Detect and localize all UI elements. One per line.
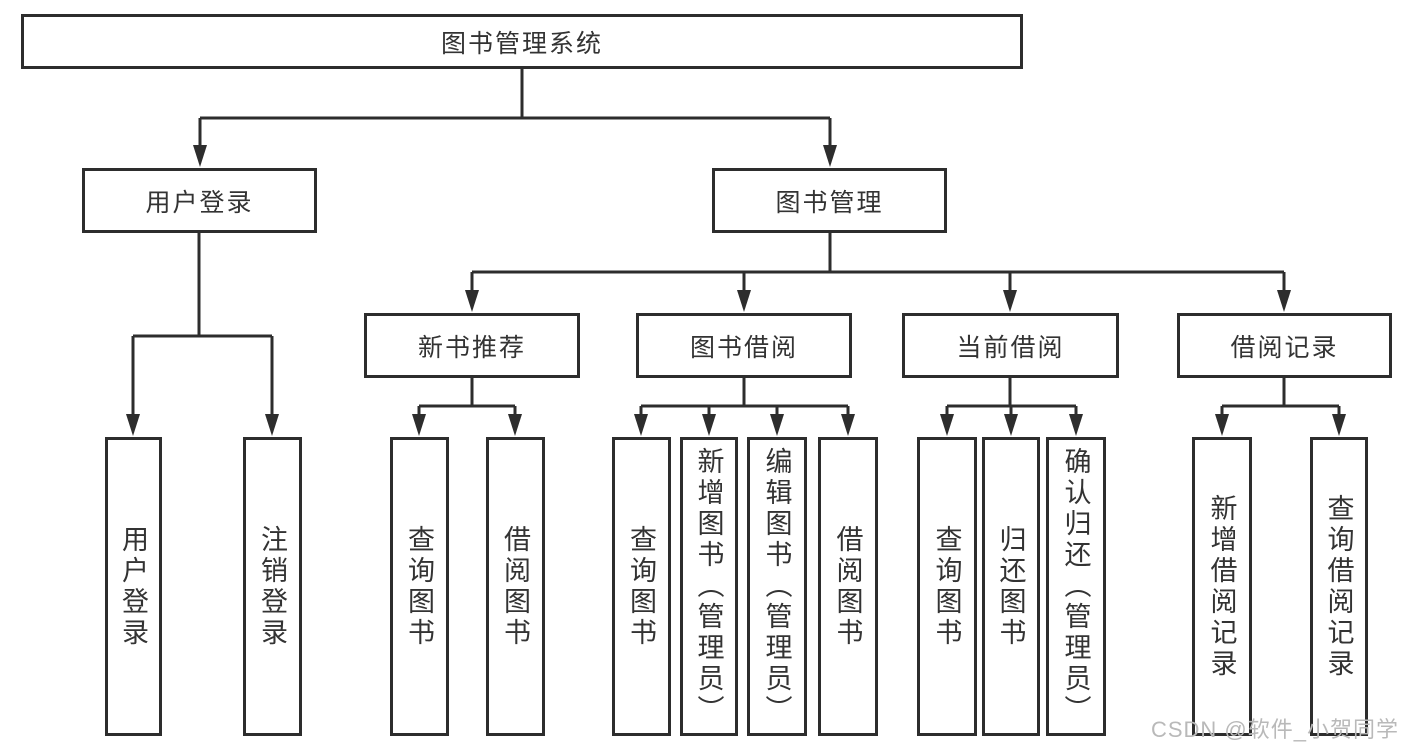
arrowhead-icon [634, 414, 648, 436]
arrowhead-icon [465, 290, 479, 312]
leaf-return-books: 归还图书 [982, 437, 1040, 736]
node-book-borrowing: 图书借阅 [636, 313, 852, 378]
arrowhead-icon [412, 414, 426, 436]
arrowhead-icon [1215, 414, 1229, 436]
node-current-borrowing: 当前借阅 [902, 313, 1119, 378]
arrowhead-icon [1277, 290, 1291, 312]
csdn-watermark: CSDN @软件_小贺同学 [1150, 717, 1399, 742]
leaf-query-borrow-record: 查询借阅记录 [1310, 437, 1368, 736]
node-borrowing-records: 借阅记录 [1177, 313, 1392, 378]
connector-borrowing-to-leaves [639, 378, 850, 418]
leaf-query-books-recommend: 查询图书 [390, 437, 449, 736]
arrowhead-icon [823, 145, 837, 167]
arrowhead-icon [508, 414, 522, 436]
leaf-query-books-current: 查询图书 [917, 437, 977, 736]
connector-records-to-leaves [1220, 378, 1341, 418]
arrowhead-icon [841, 414, 855, 436]
arrowhead-icon [1069, 414, 1083, 436]
leaf-edit-books-admin: 编辑图书（管理员） [747, 437, 807, 736]
connector-bookmgmt-to-level3 [470, 233, 1286, 293]
connector-userlogin-to-leaves [131, 233, 274, 418]
arrowhead-icon [126, 414, 140, 436]
arrowhead-icon [1004, 414, 1018, 436]
arrowhead-icon [702, 414, 716, 436]
arrowhead-icon [770, 414, 784, 436]
node-new-book-recommendation: 新书推荐 [364, 313, 580, 378]
connector-newbook-to-leaves [417, 378, 517, 418]
arrowhead-icon [1003, 290, 1017, 312]
arrowhead-icon [193, 145, 207, 167]
arrowhead-icon [940, 414, 954, 436]
leaf-add-borrow-record: 新增借阅记录 [1192, 437, 1252, 736]
connector-root-to-level2 [198, 69, 832, 148]
node-book-management: 图书管理 [712, 168, 947, 233]
connector-current-to-leaves [945, 378, 1078, 418]
leaf-user-login: 用户登录 [105, 437, 162, 736]
leaf-logout: 注销登录 [243, 437, 302, 736]
node-user-login: 用户登录 [82, 168, 317, 233]
leaf-confirm-return-admin: 确认归还（管理员） [1046, 437, 1106, 736]
leaf-query-books-borrowing: 查询图书 [612, 437, 671, 736]
arrowhead-icon [737, 290, 751, 312]
arrowhead-icon [265, 414, 279, 436]
leaf-borrow-books-borrowing: 借阅图书 [818, 437, 878, 736]
leaf-borrow-books-recommend: 借阅图书 [486, 437, 545, 736]
arrowhead-icon [1332, 414, 1346, 436]
leaf-add-books-admin: 新增图书（管理员） [680, 437, 738, 736]
node-library-management-system: 图书管理系统 [21, 14, 1023, 69]
